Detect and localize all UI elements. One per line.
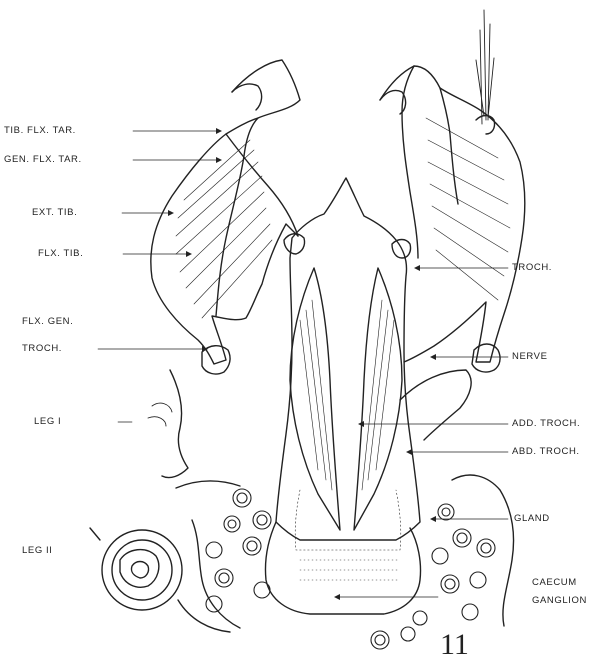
label-ganglion: GANGLION [532,596,587,606]
label-leg-i: LEG I [34,417,61,427]
label-tib-flx-tar: TIB. FLX. TAR. [4,126,76,136]
label-gland: GLAND [514,514,550,524]
left-joint-small [284,234,305,254]
label-abd-troch: ABD. TROCH. [512,447,580,457]
label-add-troch: ADD. TROCH. [512,419,580,429]
label-leg-ii: LEG II [22,546,53,556]
central-muscle-right [354,268,402,530]
label-troch-right: TROCH. [512,263,552,273]
label-nerve: NERVE [512,352,548,362]
label-flx-gen: FLX. GEN. [22,317,73,327]
label-gen-flx-tar: GEN. FLX. TAR. [4,155,82,165]
label-troch-left: TROCH. [22,344,62,354]
leg-ii-section [102,530,182,610]
label-caecum: CAECUM [532,578,577,588]
coxa-outline [276,178,420,540]
figure-number: 11 [440,630,469,660]
setae [476,10,494,124]
left-leg-outline [151,60,300,364]
central-muscle-left [290,268,340,530]
caecum-circles [206,489,495,649]
label-flx-tib: FLX. TIB. [38,249,83,259]
label-ext-tib: EXT. TIB. [32,208,77,218]
